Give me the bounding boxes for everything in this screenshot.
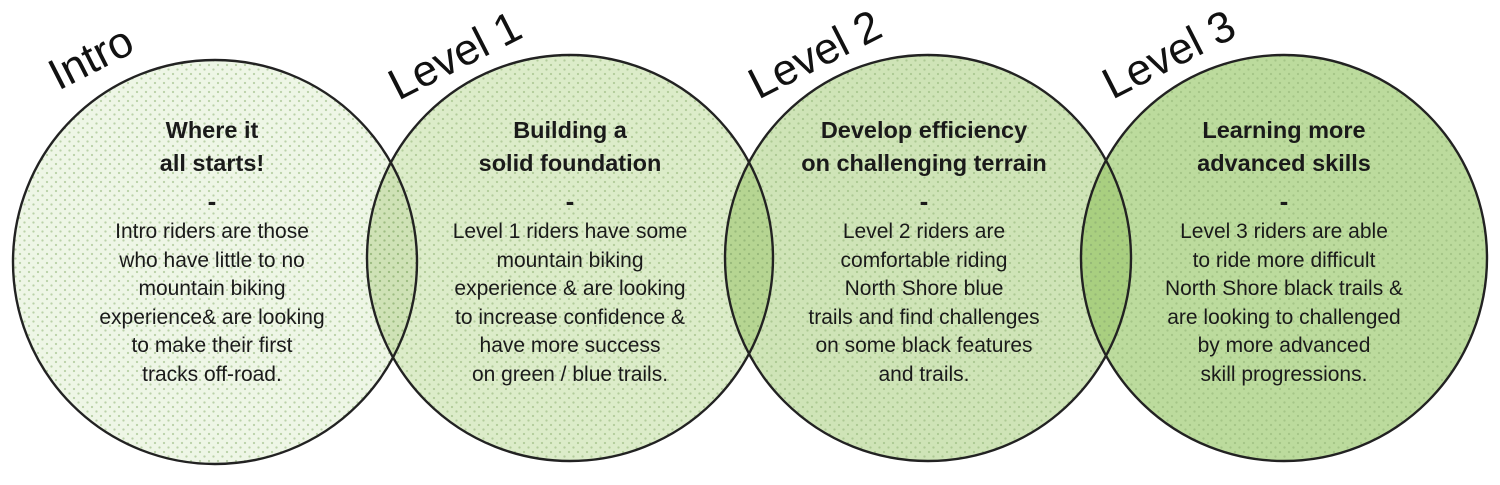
level-2-heading-line-1: Develop efficiency — [820, 117, 1028, 143]
level-1-circle-outline — [365, 53, 775, 463]
intro-body-line-5: to make their first — [131, 334, 293, 358]
level-1-body-line-2: mountain biking — [496, 248, 644, 272]
intro-circle-text: Where it all starts! - Intro riders are … — [52, 114, 372, 390]
level-3-circle-texture — [1081, 55, 1487, 461]
level-2-circle-texture — [725, 55, 1131, 461]
level-1-heading-line-1: Building a — [513, 117, 627, 143]
intro-heading-line-1: Where it — [165, 117, 259, 143]
level-1-body-line-1: Level 1 riders have some — [452, 220, 688, 243]
intro-body-line-1: Intro riders are those — [115, 220, 309, 243]
level-1-body-line-4: to increase confidence & — [455, 305, 685, 329]
level-2-body-line-4: trails and find challenges — [808, 305, 1040, 329]
intro-circle-texture — [13, 60, 417, 464]
level-1-body-line-6: on green / blue trails. — [471, 362, 669, 386]
level-3-body-line-2: to ride more difficult — [1192, 248, 1376, 272]
level-1-circle-texture — [367, 55, 773, 461]
intro-body-line-2: who have little to no — [119, 248, 305, 272]
intro-body-line-6: tracks off-road. — [142, 362, 282, 386]
level-1-heading-line-2: solid foundation — [478, 150, 662, 176]
level-2-circle-outline — [723, 53, 1133, 463]
level-2-separator: - — [919, 186, 929, 216]
level-2-body-line-2: comfortable riding — [840, 248, 1008, 272]
intro-body-line-4: experience& are looking — [99, 305, 325, 329]
level-2-body-line-3: North Shore blue — [844, 277, 1004, 301]
level-2-body-line-5: on some black features — [815, 334, 1033, 358]
level-1-body-line-3: experience & are looking — [454, 277, 686, 301]
level-3-heading-line-2: advanced skills — [1197, 150, 1371, 176]
level-1-circle-text: Building a solid foundation - Level 1 ri… — [410, 114, 730, 390]
level-2-circle-text: Develop efficiency on challenging terrai… — [764, 114, 1084, 390]
level-3-body-line-1: Level 3 riders are able — [1180, 220, 1388, 243]
intro-separator: - — [207, 186, 217, 216]
level-1-body-line-5: have more success — [479, 334, 661, 358]
level-3-separator: - — [1279, 186, 1289, 216]
level-2-body-line-1: Level 2 riders are — [842, 220, 1006, 243]
level-1-separator: - — [565, 186, 575, 216]
level-3-body-line-5: by more advanced — [1197, 334, 1371, 358]
level-3-heading-line-1: Learning more — [1202, 117, 1366, 143]
intro-body-line-3: mountain biking — [138, 277, 286, 301]
level-3-body-line-6: skill progressions. — [1200, 362, 1368, 386]
level-3-body-line-4: are looking to challenged — [1167, 305, 1401, 329]
intro-heading-line-2: all starts! — [159, 150, 265, 176]
intro-circle-outline — [11, 58, 419, 466]
level-2-heading-line-2: on challenging terrain — [801, 150, 1047, 176]
level-3-circle-outline — [1079, 53, 1489, 463]
level-3-circle-text: Learning more advanced skills - Level 3 … — [1124, 114, 1444, 390]
level-3-body-line-3: North Shore black trails & — [1164, 277, 1404, 301]
level-2-body-line-6: and trails. — [878, 362, 970, 386]
